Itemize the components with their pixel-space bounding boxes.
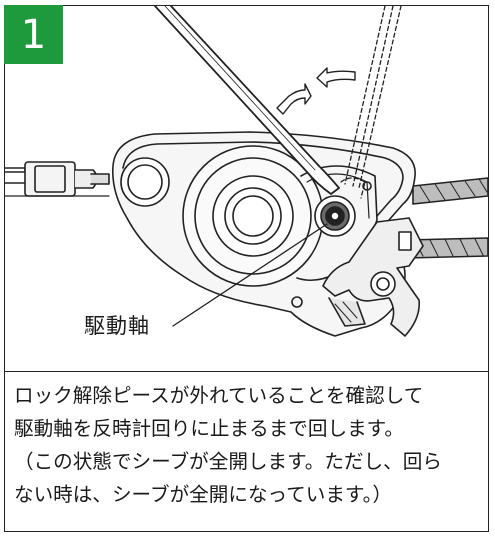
drive-shaft	[314, 195, 356, 237]
pawl-lock	[322, 217, 424, 337]
lever-handle	[154, 6, 340, 195]
step-number-badge: 1	[4, 5, 63, 64]
chain-strap	[5, 161, 110, 197]
instruction-text: ロック解除ピースが外れていることを確認して 駆動軸を反時計回りに止まるまで回しま…	[14, 379, 484, 511]
rotation-arrow-top	[316, 67, 356, 88]
instruction-line: ロック解除ピースが外れていることを確認して	[14, 384, 424, 407]
winch-illustration	[5, 6, 488, 337]
instruction-line: （この状態でシーブが全開します。ただし、回ら	[14, 450, 442, 473]
instruction-line: ない時は、シーブが全開になっています。）	[14, 483, 392, 506]
divider	[4, 371, 489, 372]
instruction-line: 駆動軸を反時計回りに止まるまで回します。	[14, 417, 404, 440]
rotation-arrow-left	[276, 83, 312, 115]
lever-handle-ghost	[340, 6, 402, 199]
drive-shaft-label: 駆動軸	[84, 314, 150, 338]
